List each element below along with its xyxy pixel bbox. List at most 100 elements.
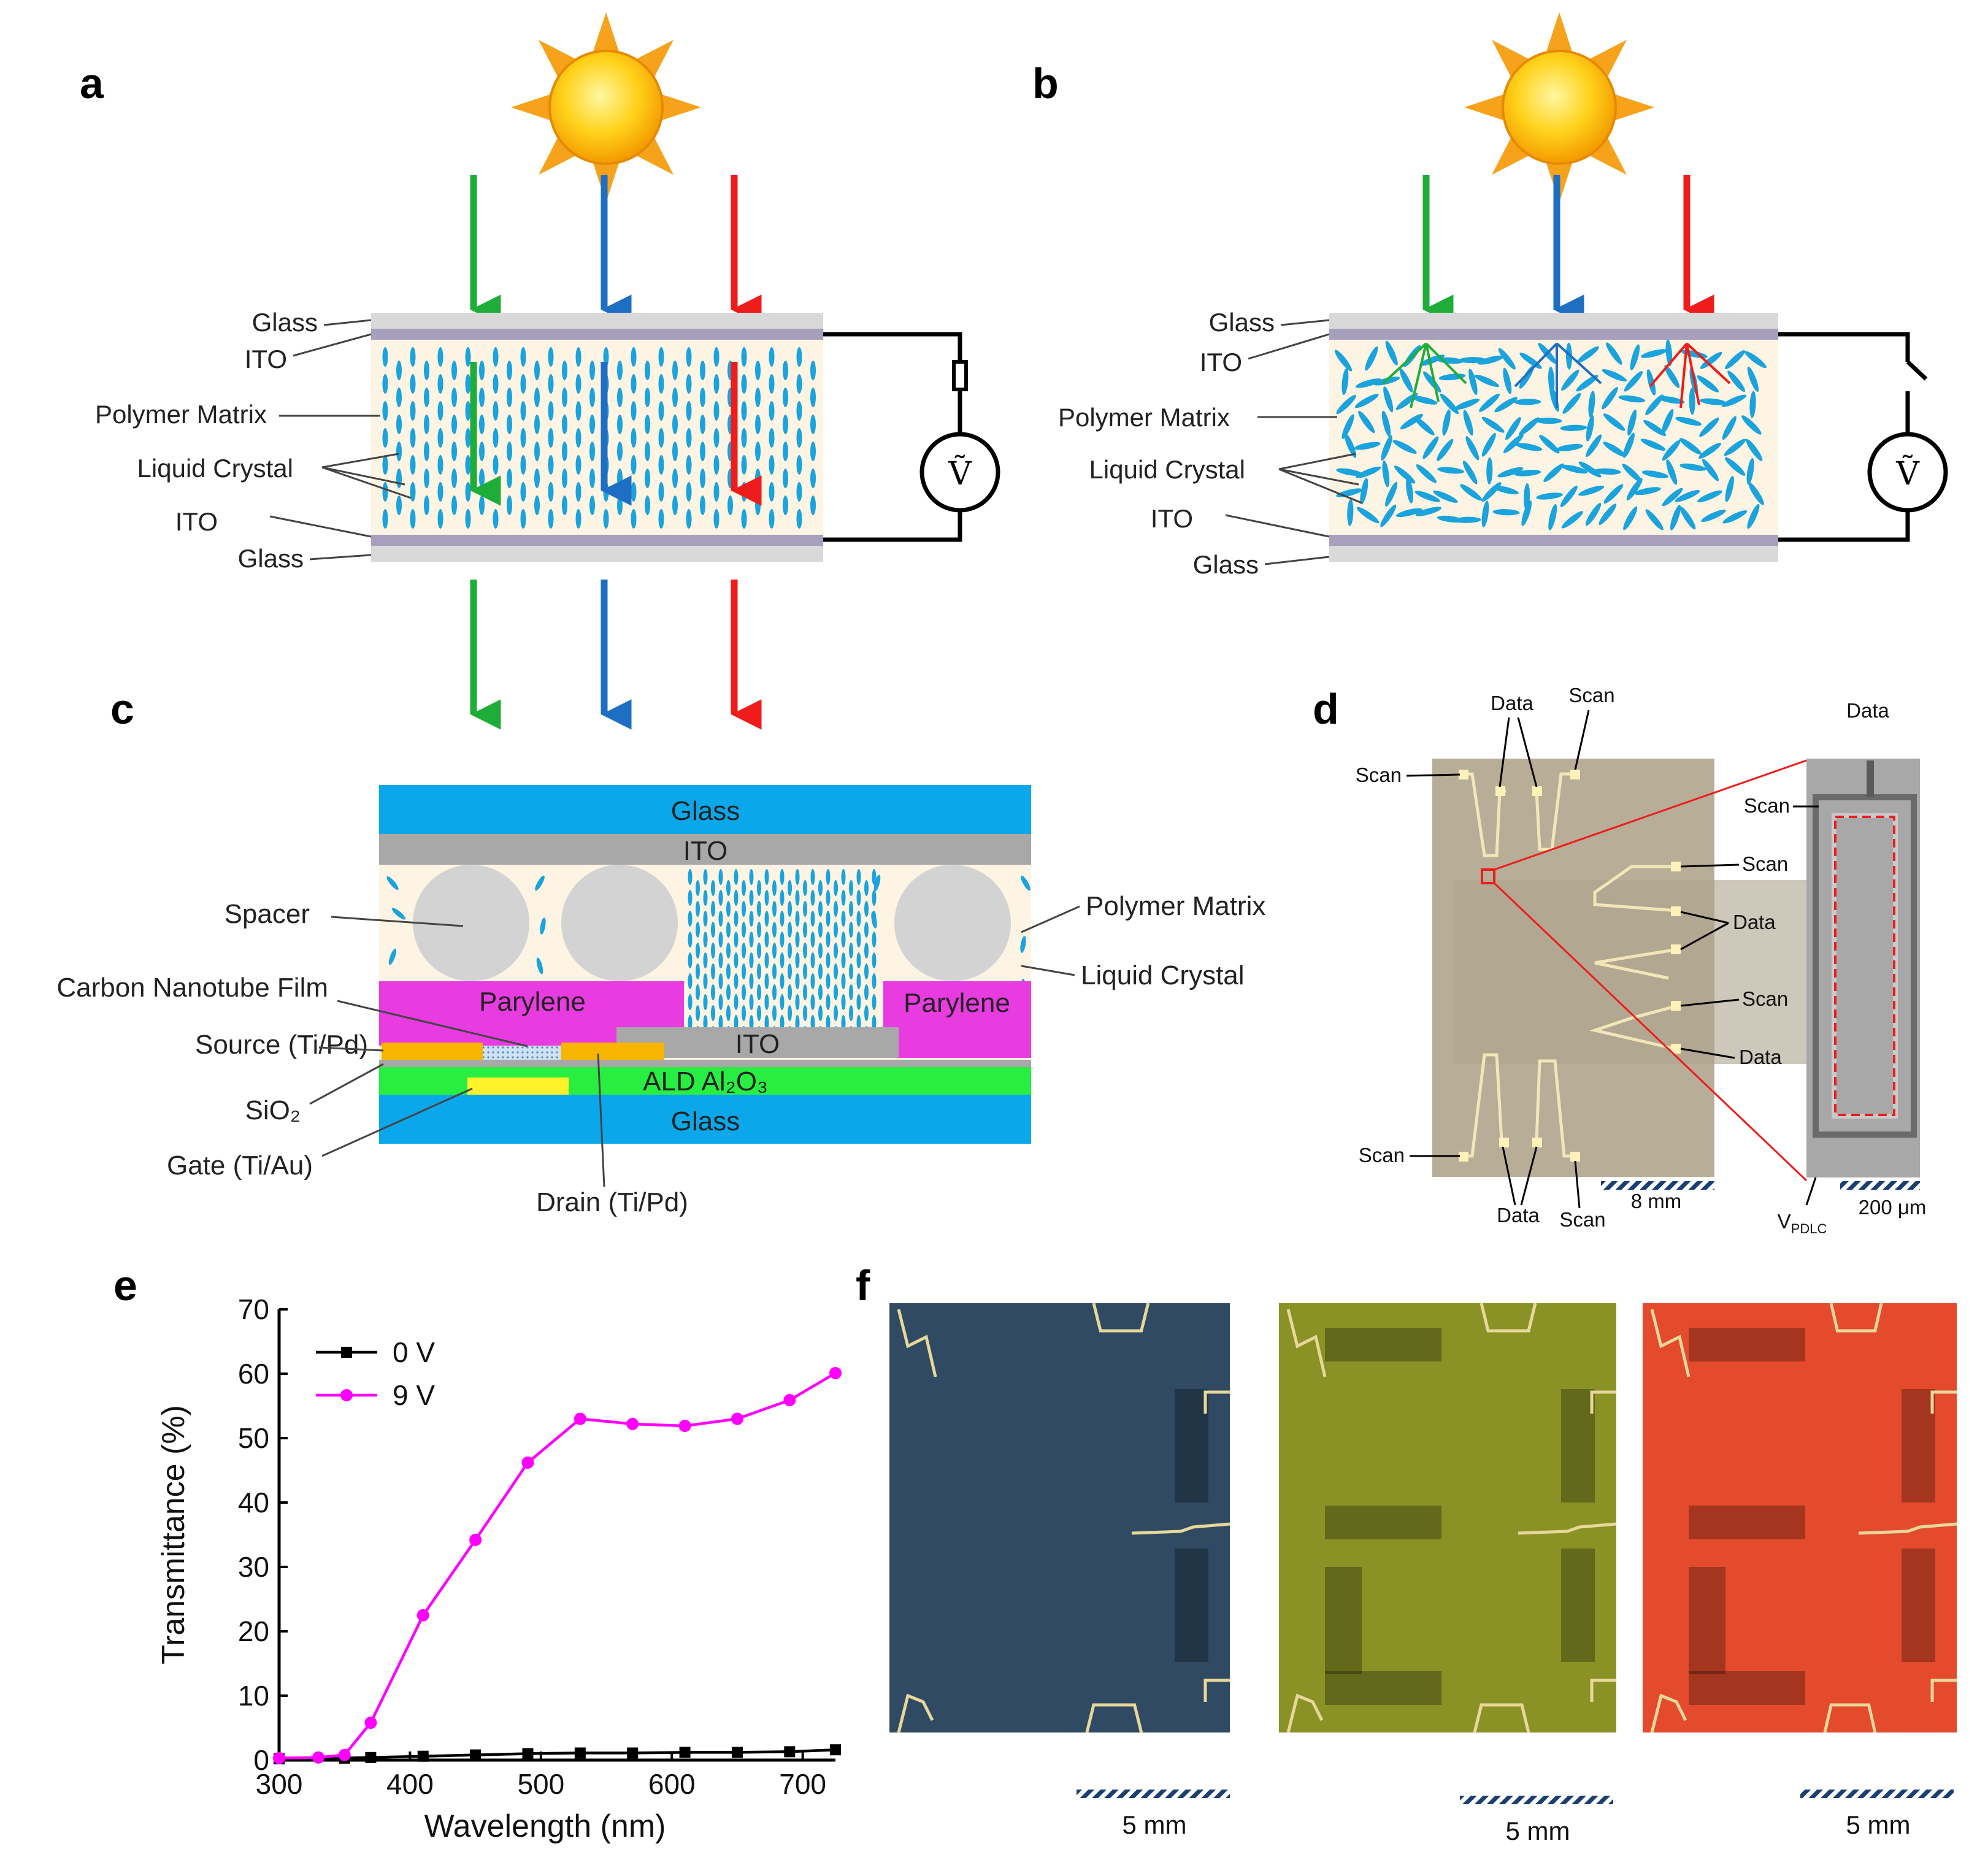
lc-droplet bbox=[841, 973, 846, 989]
lc-droplet bbox=[1414, 416, 1435, 435]
electrode-trace bbox=[1518, 1522, 1617, 1535]
liquid-crystal-aligned bbox=[382, 347, 816, 529]
lc-droplet bbox=[465, 455, 471, 475]
lc-droplet bbox=[783, 415, 788, 434]
sem-data-line bbox=[1867, 760, 1874, 797]
lc-droplet bbox=[1722, 416, 1737, 440]
lc-droplet bbox=[534, 361, 540, 380]
lc-droplet bbox=[1514, 469, 1541, 477]
lc-droplet bbox=[873, 875, 881, 892]
lc-droplet bbox=[534, 469, 540, 488]
lc-droplet bbox=[451, 442, 457, 461]
panel-letter-b: b bbox=[1032, 59, 1059, 107]
lc-droplet bbox=[711, 901, 715, 917]
lc-droplet bbox=[696, 901, 700, 917]
lc-droplet bbox=[562, 496, 567, 515]
x-axis-label: Wavelength (nm) bbox=[424, 1809, 666, 1844]
photo-background bbox=[889, 1303, 1230, 1732]
lc-droplet bbox=[696, 880, 700, 896]
lc-droplet bbox=[703, 973, 708, 989]
lc-droplet bbox=[1700, 351, 1722, 369]
lc-droplet bbox=[631, 347, 637, 367]
lc-droplet bbox=[841, 1015, 846, 1031]
lc-droplet bbox=[826, 952, 831, 968]
lc-droplet bbox=[700, 388, 705, 407]
lc-droplet bbox=[841, 994, 846, 1010]
lc-droplet bbox=[696, 922, 700, 938]
lc-droplet bbox=[1606, 342, 1622, 365]
lc-droplet bbox=[755, 442, 761, 461]
lc-droplet bbox=[437, 347, 443, 367]
lc-droplet bbox=[769, 428, 775, 448]
lc-droplet bbox=[713, 509, 720, 529]
ito-top-layer bbox=[371, 329, 823, 340]
label-scan: Scan bbox=[1568, 684, 1614, 706]
lc-droplet bbox=[1643, 420, 1667, 436]
switch-closed bbox=[952, 360, 968, 391]
lc-droplet bbox=[424, 415, 429, 434]
lc-droplet bbox=[796, 428, 802, 448]
y-tick-label: 70 bbox=[238, 1293, 269, 1325]
lc-droplet bbox=[410, 374, 416, 394]
data-point bbox=[679, 1747, 691, 1758]
lc-droplet bbox=[783, 361, 788, 380]
lc-droplet bbox=[631, 374, 637, 394]
panel-letter-d: d bbox=[1313, 685, 1339, 733]
lc-droplet bbox=[764, 890, 769, 906]
lc-droplet bbox=[688, 911, 693, 927]
sun-icon bbox=[511, 12, 701, 202]
lc-droplet bbox=[534, 388, 540, 407]
lc-droplet bbox=[818, 901, 823, 917]
lc-droplet bbox=[1440, 393, 1459, 415]
lc-droplet bbox=[424, 361, 429, 380]
lc-droplet bbox=[783, 496, 788, 515]
lc-droplet bbox=[1481, 432, 1496, 457]
lc-droplet bbox=[1494, 397, 1518, 413]
lc-droplet bbox=[1433, 490, 1458, 503]
lc-droplet bbox=[1465, 436, 1480, 461]
lc-droplet bbox=[1415, 507, 1441, 516]
lc-droplet bbox=[1358, 411, 1375, 434]
lc-droplet bbox=[749, 973, 754, 989]
scalebar-200um bbox=[1840, 1181, 1920, 1190]
photo-background bbox=[1279, 1303, 1616, 1732]
lc-droplet bbox=[562, 442, 567, 461]
electrode-trace bbox=[1930, 1390, 1957, 1414]
lc-droplet bbox=[548, 374, 554, 394]
lc-droplet bbox=[1486, 457, 1493, 484]
lc-droplet bbox=[437, 455, 443, 475]
lc-droplet bbox=[1602, 387, 1618, 410]
lc-droplet bbox=[493, 509, 499, 529]
lc-droplet bbox=[631, 401, 637, 421]
lc-droplet bbox=[520, 509, 526, 529]
leader-line bbox=[1805, 1177, 1817, 1206]
lc-droplet bbox=[780, 952, 785, 968]
lc-droplet bbox=[1344, 433, 1357, 458]
leader-line bbox=[309, 1063, 384, 1105]
lc-droplet bbox=[617, 415, 623, 434]
leader-line bbox=[1278, 453, 1356, 470]
lc-droplet bbox=[788, 1005, 792, 1021]
lc-droplet bbox=[589, 361, 595, 380]
pixel-dark bbox=[1561, 1389, 1595, 1503]
lc-droplet bbox=[703, 911, 708, 927]
lc-droplet bbox=[713, 482, 720, 502]
lc-droplet bbox=[658, 509, 664, 529]
electrode-trace bbox=[1203, 1390, 1230, 1414]
lc-droplet bbox=[1627, 409, 1637, 436]
electrode-trace bbox=[1858, 1522, 1957, 1535]
pixel-dark bbox=[1902, 1389, 1935, 1503]
leader-line bbox=[1680, 998, 1740, 1007]
lc-droplet bbox=[764, 911, 769, 927]
lc-droplet bbox=[796, 482, 802, 502]
lc-droplet bbox=[711, 922, 715, 938]
lc-droplet bbox=[1701, 509, 1726, 523]
lc-droplet bbox=[1535, 418, 1562, 424]
lc-droplet bbox=[872, 952, 877, 968]
lc-droplet bbox=[672, 388, 678, 407]
lc-droplet bbox=[410, 347, 416, 367]
lc-droplet bbox=[1454, 516, 1481, 523]
lc-droplet bbox=[718, 994, 723, 1010]
label-liquid-crystal: Liquid Crystal bbox=[1089, 455, 1245, 484]
lc-droplet bbox=[672, 496, 678, 515]
